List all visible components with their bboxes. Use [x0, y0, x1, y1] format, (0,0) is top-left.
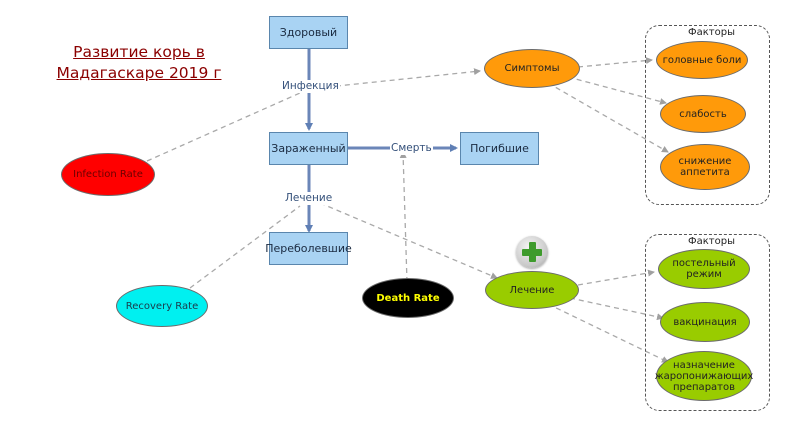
- factor-antipyretic[interactable]: назначение жаропонижающих препаратов: [655, 351, 753, 401]
- link-recovery-rate: [189, 205, 301, 289]
- flow-label-infection[interactable]: Инфекция: [281, 80, 340, 93]
- treatment-factors-label: Факторы: [688, 236, 735, 247]
- plus-icon[interactable]: [516, 236, 548, 268]
- factor-vaccination[interactable]: вакцинация: [660, 302, 750, 342]
- factor-bed-rest[interactable]: постельный режим: [658, 249, 750, 289]
- link-infection-symptoms: [317, 68, 481, 89]
- symptoms-factors-label: Факторы: [688, 27, 735, 38]
- link-infection-rate: [146, 92, 301, 162]
- variable-symptoms[interactable]: Симптомы: [484, 49, 580, 88]
- link-treatment-vaccination: [569, 297, 664, 321]
- symptoms-factors-group: [645, 25, 770, 205]
- link-symptoms-weakness: [567, 76, 667, 105]
- variable-recovery-rate[interactable]: Recovery Rate: [116, 285, 208, 327]
- link-treatment-bedrest: [577, 269, 655, 286]
- link-death-rate: [399, 151, 408, 283]
- flow-label-treatment[interactable]: Лечение: [284, 192, 334, 205]
- stock-recovered[interactable]: Переболевшие: [265, 232, 352, 265]
- factor-weakness[interactable]: слабость: [660, 95, 746, 133]
- factor-headache[interactable]: головные боли: [656, 41, 748, 79]
- link-treatment-antipyretic: [547, 303, 669, 363]
- factor-appetite-loss[interactable]: снижение аппетита: [660, 144, 750, 190]
- treatment-factors-group: [645, 234, 770, 411]
- page-title: Развитие корь в Мадагаскаре 2019 г: [56, 43, 222, 82]
- variable-infection-rate[interactable]: Infection Rate: [61, 153, 155, 196]
- flow-label-death[interactable]: Смерть: [390, 142, 433, 155]
- link-symptoms-headache: [577, 57, 653, 68]
- stock-dead[interactable]: Погибшие: [460, 132, 539, 165]
- stock-healthy[interactable]: Здоровый: [269, 16, 348, 49]
- variable-death-rate[interactable]: Death Rate: [362, 278, 454, 318]
- variable-treatment[interactable]: Лечение: [485, 271, 579, 309]
- stock-infected[interactable]: Зараженный: [269, 132, 348, 165]
